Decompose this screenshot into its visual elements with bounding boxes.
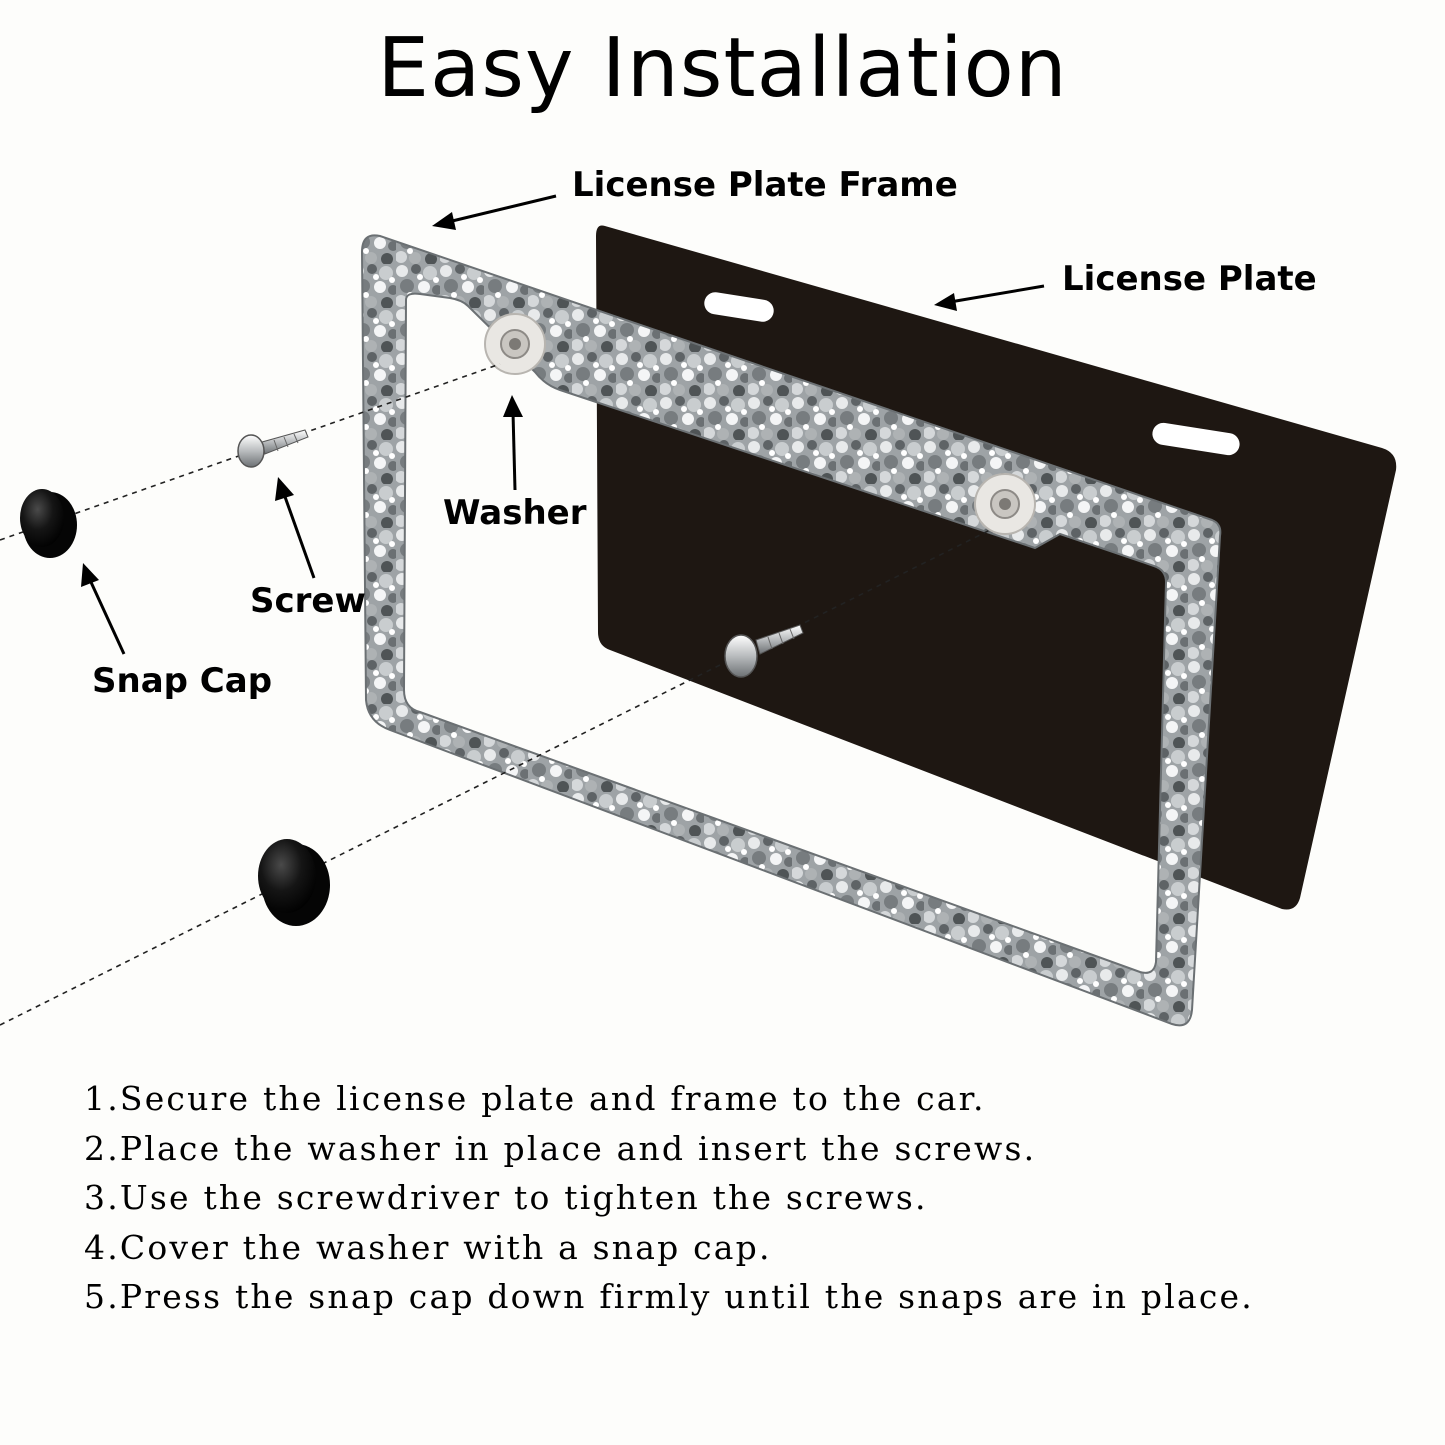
page-title: Easy Installation — [377, 21, 1068, 116]
washer-icon — [484, 313, 546, 375]
screw-icon — [237, 429, 309, 468]
step-item: 1.Secure the license plate and frame to … — [84, 1079, 986, 1118]
step-item: 4.Cover the washer with a snap cap. — [84, 1227, 772, 1267]
label-snap-cap: Snap Cap — [92, 661, 273, 701]
step-item: 5.Press the snap cap down firmly until t… — [84, 1277, 1254, 1316]
label-screw: Screw — [250, 581, 366, 621]
arrow-icon — [934, 284, 1045, 311]
arrow-icon — [432, 194, 557, 230]
arrow-icon — [503, 395, 523, 491]
snap-cap-icon — [258, 839, 330, 926]
step-item: 2.Place the washer in place and insert t… — [84, 1128, 1037, 1168]
alignment-lines — [0, 363, 991, 1026]
step-item: 3.Use the screwdriver to tighten the scr… — [84, 1178, 928, 1217]
arrow-icon — [81, 563, 126, 655]
license-plate — [596, 225, 1397, 910]
label-license-plate: License Plate — [1062, 259, 1317, 299]
plate-mounting-slot-top — [704, 292, 774, 322]
screw-icon — [724, 624, 804, 678]
snap-cap-icon — [20, 489, 77, 558]
arrow-icon — [275, 477, 316, 579]
label-washer: Washer — [443, 493, 587, 533]
license-plate-frame — [360, 234, 1222, 1027]
label-license-plate-frame: License Plate Frame — [572, 165, 958, 205]
plate-mounting-slot-right — [1152, 422, 1240, 456]
installation-steps: 1.Secure the license plate and frame to … — [84, 1074, 1254, 1322]
washer-icon — [974, 473, 1036, 535]
